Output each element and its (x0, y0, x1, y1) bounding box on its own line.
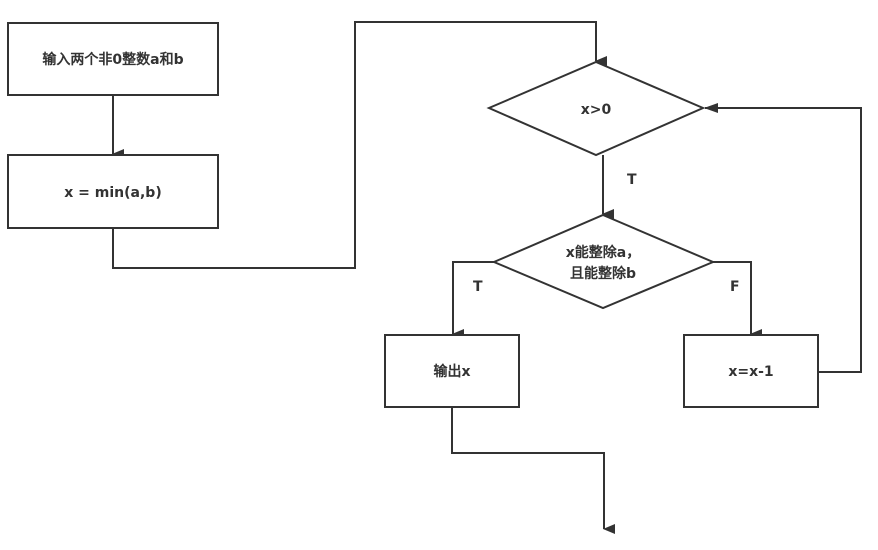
edge-label-cond2-true: T (473, 279, 483, 295)
edge-init-cond1 (112, 21, 607, 269)
init-node[interactable]: x = min(a,b) (7, 154, 219, 229)
input-node-label: 输入两个非0整数a和b (42, 51, 183, 68)
init-node-label: x = min(a,b) (64, 185, 161, 201)
cond1-node-label: x>0 (581, 102, 612, 118)
output-node-label: 输出x (433, 363, 470, 380)
cond2-node[interactable]: x能整除a， 且能整除b (491, 213, 716, 310)
edge-label-cond1-true: T (627, 172, 637, 188)
cond2-node-label-line1: x能整除a， (566, 244, 640, 261)
arrowhead-cond1-right (704, 103, 718, 113)
decrement-node[interactable]: x=x-1 (683, 334, 819, 408)
cond1-node[interactable]: x>0 (486, 60, 706, 157)
output-node[interactable]: 输出x (384, 334, 520, 408)
edge-decrement-cond1 (705, 107, 862, 373)
edge-output-end (451, 407, 615, 534)
edge-cond2-decrement (713, 261, 762, 339)
input-node[interactable]: 输入两个非0整数a和b (7, 22, 219, 96)
cond2-node-label-line2: 且能整除b (570, 265, 636, 282)
edge-label-cond2-false: F (730, 279, 740, 295)
edge-cond2-output (452, 261, 494, 339)
decrement-node-label: x=x-1 (728, 364, 773, 380)
